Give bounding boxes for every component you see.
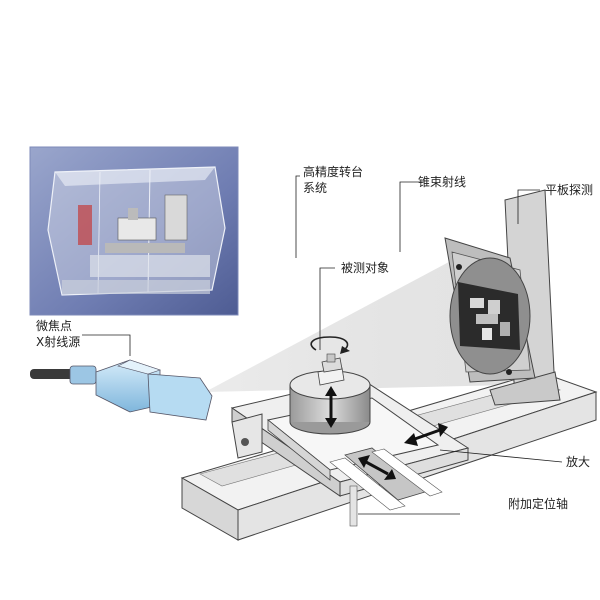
label-source-line1: 微焦点 — [36, 319, 72, 333]
cone-beam — [205, 255, 510, 392]
magnify-axis-arrow — [404, 423, 448, 446]
rotary-turntable — [289, 336, 371, 435]
xray-source — [30, 359, 213, 421]
flat-panel-detector — [444, 189, 561, 406]
aux-axis-arrow — [358, 455, 396, 480]
label-turntable-line1: 高精度转台 — [303, 164, 363, 179]
label-aux-axis: 附加定位轴 — [508, 496, 568, 511]
leader-lines — [82, 175, 563, 515]
label-source-line2: X射线源 — [36, 334, 80, 349]
label-object: 被测对象 — [341, 261, 389, 275]
label-flat-detector: 平板探测 — [545, 183, 593, 197]
label-cone-beam: 锥束射线 — [418, 174, 466, 189]
ct-machine-photo — [29, 146, 239, 316]
label-magnify-axis: 放大 — [566, 454, 590, 469]
label-turntable-line2: 系统 — [303, 181, 327, 195]
